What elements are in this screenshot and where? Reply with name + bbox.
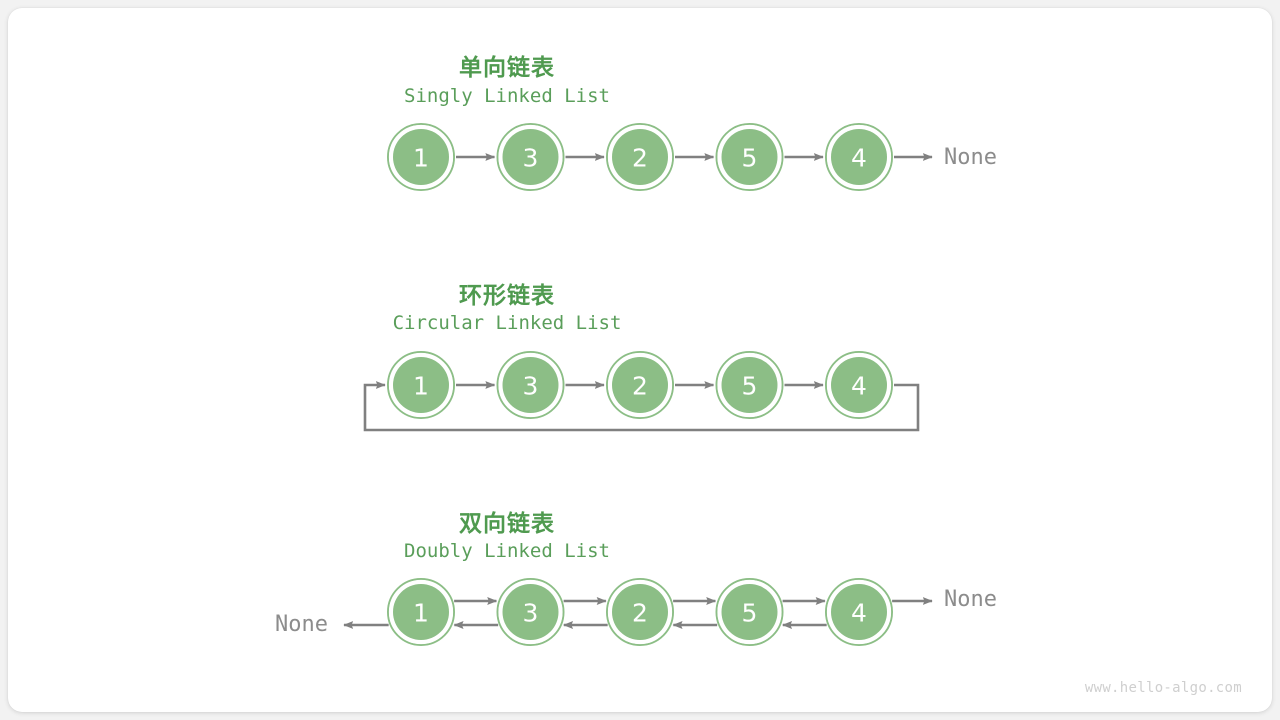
node-value: 5 (742, 599, 758, 628)
node-gap-ring (826, 124, 892, 190)
node-disc (612, 584, 668, 640)
circular-loop-back-arrow (363, 381, 920, 432)
node-outer-ring (715, 123, 784, 191)
node-gap-ring (717, 579, 782, 645)
node-value: 2 (632, 599, 648, 628)
singly-title-en: Singly Linked List (404, 85, 610, 107)
list-node[interactable]: 5 (715, 351, 784, 419)
node-gap-ring (388, 124, 454, 190)
node-disc (831, 357, 887, 413)
node-outer-ring (825, 123, 893, 191)
list-node[interactable]: 4 (825, 123, 893, 191)
diagram-stage: 单向链表 Singly Linked List None 环形链表 Circul… (8, 8, 1272, 712)
doubly-tail-none-label: None (944, 587, 997, 612)
list-node[interactable]: 2 (606, 123, 674, 191)
node-disc (831, 129, 887, 185)
list-node[interactable]: 5 (715, 578, 784, 646)
node-value: 1 (413, 372, 429, 401)
node-value: 4 (851, 144, 867, 173)
list-node[interactable]: 1 (387, 351, 455, 419)
node-outer-ring (496, 351, 565, 419)
node-disc (721, 129, 778, 185)
list-node[interactable]: 3 (496, 578, 565, 646)
list-node[interactable]: 2 (606, 578, 674, 646)
list-node[interactable]: 1 (387, 578, 455, 646)
node-gap-ring (498, 124, 563, 190)
node-value: 1 (413, 144, 429, 173)
singly-tail-none-label: None (944, 145, 997, 170)
node-outer-ring (387, 123, 455, 191)
list-node[interactable]: 2 (606, 351, 674, 419)
node-gap-ring (826, 579, 892, 645)
node-value: 2 (632, 144, 648, 173)
node-gap-ring (826, 352, 892, 418)
node-gap-ring (607, 124, 673, 190)
node-value: 3 (523, 372, 539, 401)
node-disc (612, 357, 668, 413)
node-value: 4 (851, 599, 867, 628)
node-disc (502, 584, 559, 640)
node-value: 2 (632, 372, 648, 401)
node-outer-ring (825, 351, 893, 419)
list-node[interactable]: 4 (825, 578, 893, 646)
doubly-title-cn: 双向链表 (459, 511, 555, 537)
node-gap-ring (388, 352, 454, 418)
node-outer-ring (825, 578, 893, 646)
node-outer-ring (715, 351, 784, 419)
node-outer-ring (387, 578, 455, 646)
node-gap-ring (607, 352, 673, 418)
doubly-title-en: Doubly Linked List (404, 540, 610, 562)
node-gap-ring (607, 579, 673, 645)
node-value: 5 (742, 372, 758, 401)
node-gap-ring (717, 124, 782, 190)
node-outer-ring (606, 123, 674, 191)
node-gap-ring (388, 579, 454, 645)
singly-title-cn: 单向链表 (459, 55, 555, 81)
node-value: 3 (523, 599, 539, 628)
node-disc (393, 129, 449, 185)
circular-title-en: Circular Linked List (392, 312, 622, 334)
node-disc (502, 129, 559, 185)
diagram-card: 单向链表 Singly Linked List None 环形链表 Circul… (8, 8, 1272, 712)
node-disc (831, 584, 887, 640)
list-node[interactable]: 3 (496, 351, 565, 419)
list-node[interactable]: 1 (387, 123, 455, 191)
list-node[interactable]: 5 (715, 123, 784, 191)
node-disc (721, 584, 778, 640)
node-outer-ring (387, 351, 455, 419)
node-disc (721, 357, 778, 413)
node-outer-ring (496, 578, 565, 646)
node-outer-ring (606, 351, 674, 419)
doubly-head-none-label: None (275, 612, 328, 637)
node-disc (393, 584, 449, 640)
circular-title-cn: 环形链表 (459, 283, 555, 309)
node-value: 3 (523, 144, 539, 173)
node-outer-ring (606, 578, 674, 646)
list-node[interactable]: 3 (496, 123, 565, 191)
node-gap-ring (498, 352, 563, 418)
node-disc (502, 357, 559, 413)
node-gap-ring (717, 352, 782, 418)
node-value: 1 (413, 599, 429, 628)
node-outer-ring (496, 123, 565, 191)
node-disc (612, 129, 668, 185)
node-value: 5 (742, 144, 758, 173)
node-value: 4 (851, 372, 867, 401)
watermark: www.hello-algo.com (1084, 680, 1242, 696)
node-disc (393, 357, 449, 413)
linked-list-graphics: 1 3 2 5 4 1 3 2 5 4 1 3 2 5 4 (343, 123, 933, 646)
node-gap-ring (498, 579, 563, 645)
node-outer-ring (715, 578, 784, 646)
list-node[interactable]: 4 (825, 351, 893, 419)
